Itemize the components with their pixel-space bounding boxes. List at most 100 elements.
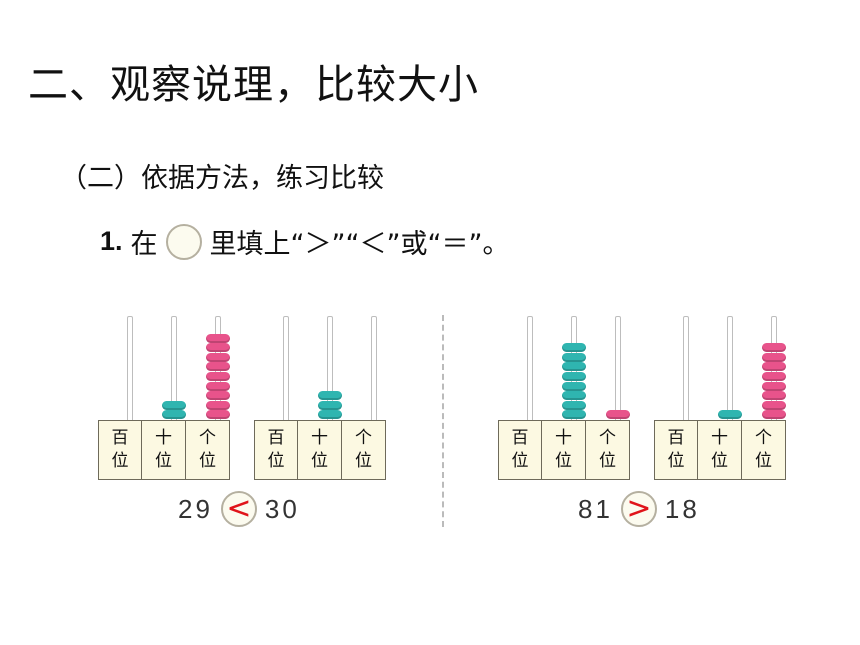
place-value-cell: 百位 — [498, 420, 542, 480]
abacus-bead — [762, 391, 786, 401]
answer-circle: < — [220, 491, 257, 527]
abacus-bead — [562, 352, 586, 362]
abacus-rod — [727, 316, 733, 422]
blank-circle-icon — [165, 223, 202, 260]
place-value-char: 位 — [555, 451, 572, 471]
place-value-char: 百 — [111, 428, 129, 448]
abacus-bead — [562, 343, 586, 353]
question-number: 1. — [100, 226, 123, 256]
place-value-char: 十 — [555, 428, 572, 448]
abacus-bead — [206, 333, 230, 343]
abacus-bead — [762, 381, 786, 391]
question-text-before: 在 — [130, 229, 158, 260]
place-value-char: 位 — [155, 451, 172, 471]
comparison-left-number: 81 — [578, 493, 613, 524]
abacus-bead — [762, 400, 786, 410]
abacus-bead — [562, 391, 586, 401]
abacus-bead — [206, 400, 230, 410]
answer-symbol: > — [626, 491, 652, 526]
place-value-char: 十 — [711, 428, 728, 448]
place-value-cell: 个位 — [186, 420, 230, 480]
place-value-char: 个 — [199, 428, 216, 448]
abacus: 百位十位个位 — [98, 310, 234, 485]
place-value-char: 位 — [711, 451, 728, 471]
place-value-char: 位 — [355, 451, 372, 471]
place-value-char: 十 — [155, 428, 172, 448]
dashed-divider — [442, 315, 444, 527]
place-value-char: 位 — [199, 451, 216, 471]
abacus-bead — [206, 410, 230, 420]
abacus-bead — [318, 400, 342, 410]
question-line: 1. 在 里填上“＞”“＜”或“＝”。 — [100, 222, 509, 261]
abacus-bead — [162, 400, 186, 410]
place-value-char: 百 — [511, 428, 529, 448]
place-value-char: 位 — [511, 451, 529, 471]
abacus-rod — [683, 316, 689, 422]
abacus-bead — [562, 372, 586, 381]
abacus-bead — [206, 372, 230, 381]
abacus-bead — [718, 410, 742, 420]
place-value-cell: 百位 — [254, 420, 298, 480]
place-value-char: 个 — [599, 428, 616, 448]
abacus-bead — [206, 381, 230, 391]
abacus-rod — [527, 316, 533, 422]
abacus-bead — [162, 410, 186, 420]
place-value-char: 位 — [599, 451, 616, 471]
place-value-cell: 十位 — [542, 420, 586, 480]
place-value-cell: 十位 — [142, 420, 186, 480]
abacus-bead — [562, 410, 586, 420]
place-value-cell: 个位 — [742, 420, 786, 480]
abacus-bead — [762, 362, 786, 372]
place-value-labels: 百位十位个位 — [98, 420, 230, 480]
abacus-rod — [283, 316, 289, 422]
place-value-char: 位 — [111, 451, 129, 471]
place-value-char: 位 — [311, 451, 328, 471]
place-value-char: 个 — [755, 428, 772, 448]
place-value-labels: 百位十位个位 — [654, 420, 786, 480]
place-value-cell: 百位 — [654, 420, 698, 480]
place-value-char: 个 — [355, 428, 372, 448]
abacus-bead — [562, 362, 586, 372]
abacus: 百位十位个位 — [254, 310, 390, 485]
abacus-bead — [606, 410, 630, 420]
answer-circle: > — [620, 491, 657, 527]
place-value-char: 十 — [311, 428, 328, 448]
place-value-labels: 百位十位个位 — [498, 420, 630, 480]
place-value-char: 百 — [667, 428, 685, 448]
abacus-bead — [206, 362, 230, 372]
place-value-labels: 百位十位个位 — [254, 420, 386, 480]
place-value-cell: 百位 — [98, 420, 142, 480]
place-value-char: 位 — [267, 451, 285, 471]
comparison: 81 > 18 — [578, 491, 700, 527]
abacus-bead — [562, 400, 586, 410]
abacus-bead — [762, 352, 786, 362]
abacus-bead — [206, 391, 230, 401]
abacus-rod — [371, 316, 377, 422]
abacus-rod — [127, 316, 133, 422]
comparison-left-number: 29 — [178, 493, 213, 524]
abacus-bead — [762, 343, 786, 353]
subsection-title: （二）依据方法，练习比较 — [60, 163, 384, 194]
answer-symbol: < — [226, 491, 252, 526]
comparison-right-number: 30 — [264, 493, 300, 524]
abacus-bead — [206, 343, 230, 353]
place-value-cell: 个位 — [586, 420, 630, 480]
abacus: 百位十位个位 — [654, 310, 790, 485]
abacus-bead — [762, 410, 786, 420]
place-value-cell: 十位 — [698, 420, 742, 480]
section-title: 二、观察说理，比较大小 — [28, 62, 479, 108]
question-text-after: 里填上“＞”“＜”或“＝”。 — [209, 229, 510, 260]
abacus-bead — [318, 410, 342, 420]
place-value-char: 位 — [667, 451, 685, 471]
abacus-bead — [206, 352, 230, 362]
place-value-cell: 十位 — [298, 420, 342, 480]
comparison-right-number: 18 — [664, 493, 700, 524]
abacus: 百位十位个位 — [498, 310, 634, 485]
place-value-char: 百 — [267, 428, 285, 448]
place-value-char: 位 — [755, 451, 772, 471]
abacus-rod — [615, 316, 621, 422]
comparison: 29 < 30 — [178, 491, 300, 527]
abacus-bead — [762, 372, 786, 381]
abacus-bead — [318, 391, 342, 401]
place-value-cell: 个位 — [342, 420, 386, 480]
